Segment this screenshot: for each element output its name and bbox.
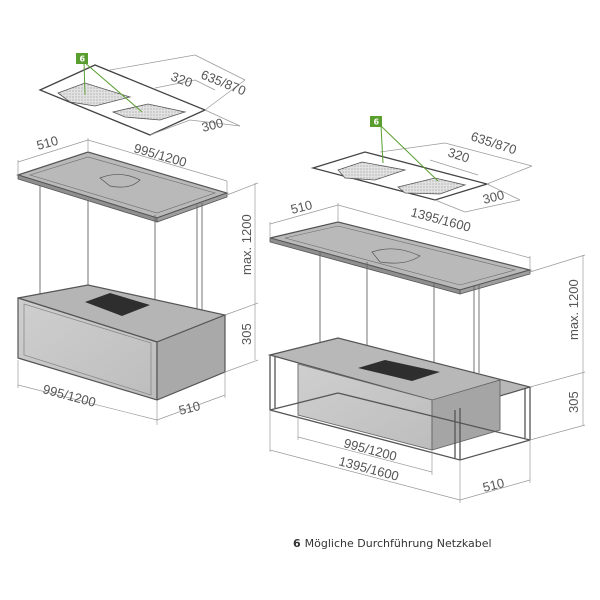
right-ceiling-dim-width: 1395/1600 (409, 204, 472, 234)
legend-text: Mögliche Durchführung Netzkabel (304, 537, 492, 550)
left-height-dims (224, 182, 259, 373)
left-template-dims (109, 54, 246, 136)
left-suspension-cables (39, 185, 203, 330)
left-hood-dim-height: 305 (239, 323, 254, 345)
left-template-plate (38, 64, 207, 136)
right-hood-dim-height: 305 (566, 391, 581, 413)
right-template-dim-inner-width: 320 (446, 145, 471, 166)
right-dim-max-height: max. 1200 (566, 279, 581, 340)
left-hood-dim-depth: 510 (177, 398, 202, 418)
left-ceiling-dim-width: 995/1200 (132, 140, 188, 169)
left-template-dim-inner-width: 320 (169, 69, 195, 91)
right-suspension-cables (319, 252, 480, 390)
right-template-dim-total-width: 635/870 (469, 129, 518, 158)
left-ceiling-dim-depth: 510 (35, 133, 60, 153)
left-template-dim-total-width: 635/870 (199, 67, 248, 99)
svg-text:6: 6 (374, 118, 380, 127)
right-hood-body (267, 337, 533, 461)
left-hood-dim-width: 995/1200 (41, 381, 97, 410)
legend-number: 6 (293, 537, 301, 550)
right-ceiling-plate (269, 221, 533, 295)
right-hood-dim-depth: 510 (481, 475, 506, 495)
right-template-plate (310, 151, 490, 201)
svg-text:6: 6 (80, 55, 86, 64)
right-ceiling-dim-depth: 510 (289, 197, 314, 217)
right-height-dims (529, 254, 586, 441)
left-cable-passage-badge: 6 (76, 53, 143, 113)
right-template-dims (379, 142, 533, 213)
right-ceiling-dims (269, 203, 531, 270)
left-dim-max-height: max. 1200 (239, 214, 254, 275)
left-hood-body (17, 284, 228, 401)
right-hood-bottom-dims (269, 410, 531, 503)
right-cable-passage-badge: 6 (370, 116, 439, 182)
left-template-dim-depth: 300 (200, 115, 225, 135)
left-ceiling-dims (17, 138, 228, 193)
left-ceiling-plate (16, 151, 229, 223)
right-template-dim-depth: 300 (481, 187, 506, 207)
left-hood-bottom-dims (17, 360, 226, 425)
